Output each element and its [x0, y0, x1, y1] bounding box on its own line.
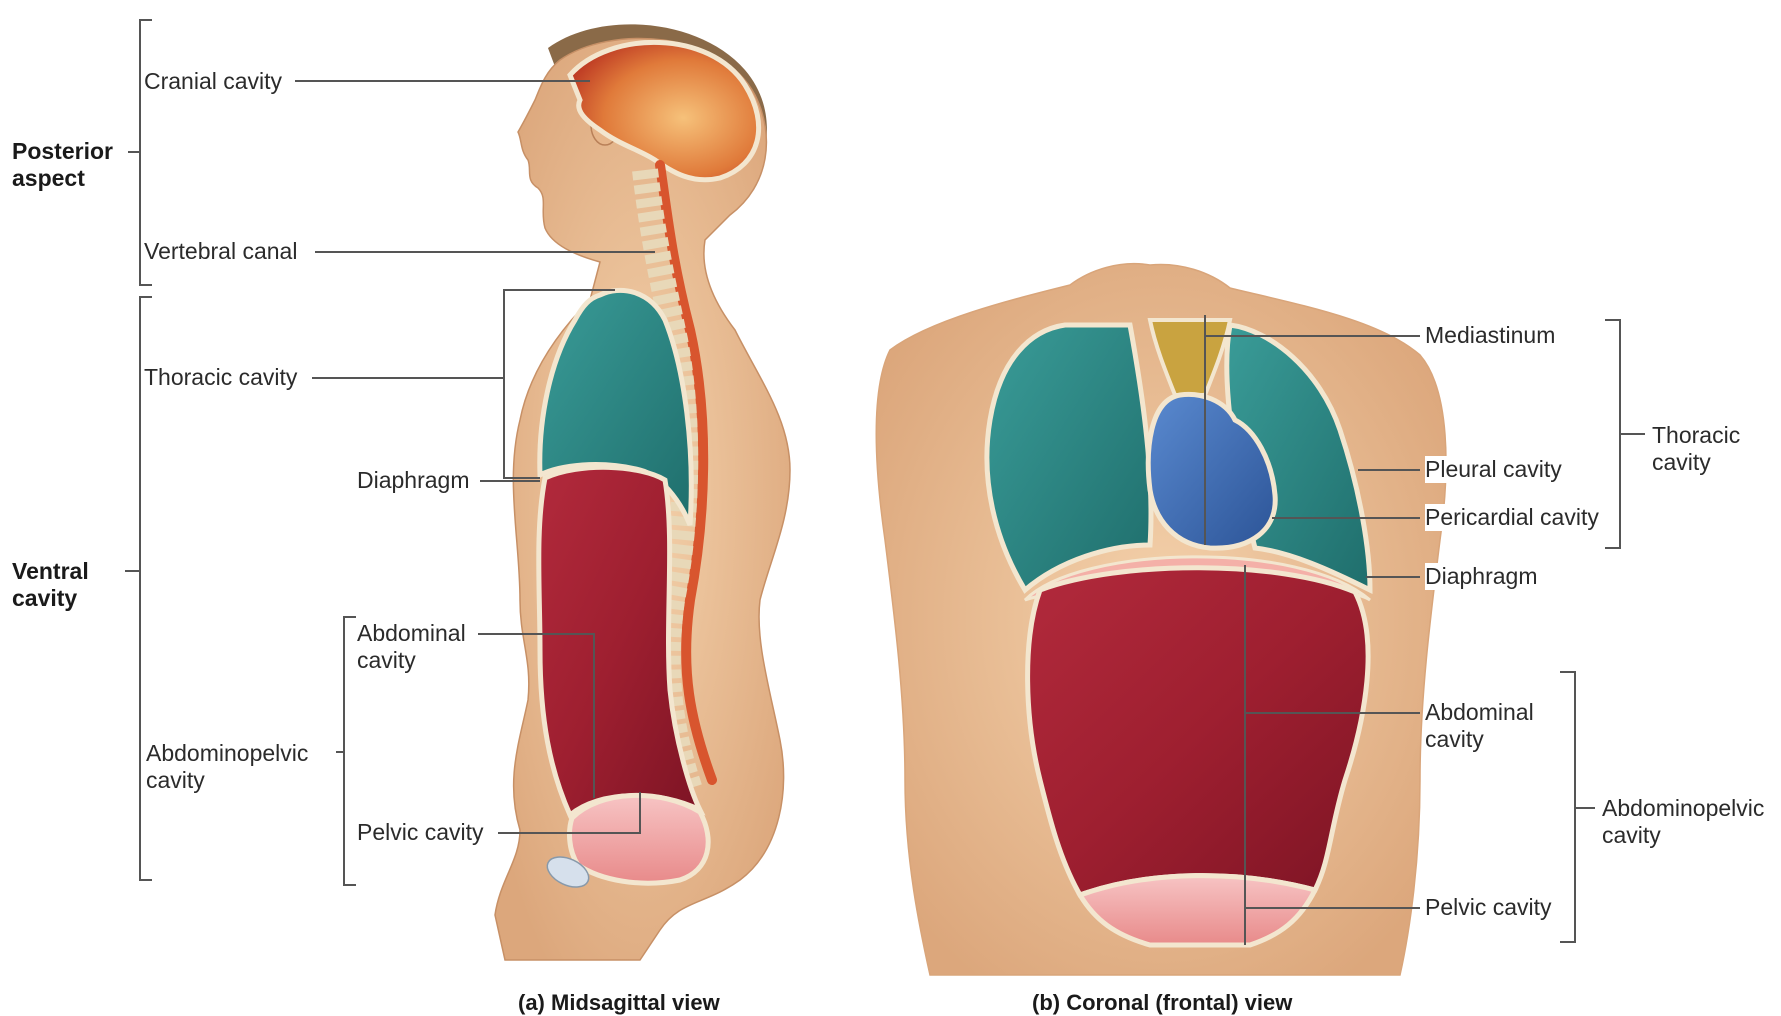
abdominopelvic-left-line1: Abdominopelvic [146, 740, 308, 767]
posterior-aspect-line1: Posterior [12, 138, 113, 165]
diaphragm-right-label: Diaphragm [1425, 563, 1538, 590]
midsagittal-body [495, 24, 790, 960]
abdominopelvic-right-line2: cavity [1602, 822, 1764, 849]
abdominopelvic-cavity-right-label: Abdominopelvic cavity [1602, 795, 1764, 849]
abdominal-cavity-left-label: Abdominal cavity [357, 620, 466, 674]
abdominal-right-line1: Abdominal [1425, 699, 1534, 726]
pelvic-cavity-right-label: Pelvic cavity [1425, 894, 1552, 921]
abdominopelvic-left-line2: cavity [146, 767, 308, 794]
pelvic-cavity-left-label: Pelvic cavity [357, 819, 484, 846]
abdominal-cavity-coronal-shape [1028, 568, 1368, 895]
ventral-cavity-line2: cavity [12, 585, 89, 612]
posterior-aspect-line2: aspect [12, 165, 113, 192]
coronal-torso [876, 264, 1446, 975]
abdominal-left-line1: Abdominal [357, 620, 466, 647]
abdominopelvic-bracket [344, 617, 356, 885]
abdominal-left-line2: cavity [357, 647, 466, 674]
coronal-caption: (b) Coronal (frontal) view [1032, 990, 1292, 1016]
abdominopelvic-cavity-left-label: Abdominopelvic cavity [146, 740, 308, 794]
cranial-cavity-label: Cranial cavity [144, 68, 282, 95]
pelvic-cavity-shape [570, 795, 709, 883]
mediastinum-label: Mediastinum [1425, 322, 1555, 349]
midsagittal-caption: (a) Midsagittal view [518, 990, 720, 1016]
abdominopelvic-right-line1: Abdominopelvic [1602, 795, 1764, 822]
pleural-cavity-label: Pleural cavity [1425, 456, 1562, 483]
vertebral-canal-label: Vertebral canal [144, 238, 297, 265]
thoracic-cavity-right-label: Thoracic cavity [1652, 422, 1740, 476]
ventral-cavity-label: Ventral cavity [12, 558, 89, 612]
diaphragm-left-label: Diaphragm [357, 467, 470, 494]
thoracic-right-line1: Thoracic [1652, 422, 1740, 449]
posterior-aspect-label: Posterior aspect [12, 138, 113, 192]
ventral-cavity-line1: Ventral [12, 558, 89, 585]
thoracic-cavity-left-label: Thoracic cavity [144, 364, 297, 391]
thoracic-right-line2: cavity [1652, 449, 1740, 476]
abdominal-right-line2: cavity [1425, 726, 1534, 753]
thoracic-right-bracket [1605, 320, 1620, 548]
abdominal-cavity-right-label: Abdominal cavity [1425, 699, 1534, 753]
abdominopelvic-right-bracket [1560, 672, 1575, 942]
pericardial-cavity-label: Pericardial cavity [1425, 504, 1599, 531]
